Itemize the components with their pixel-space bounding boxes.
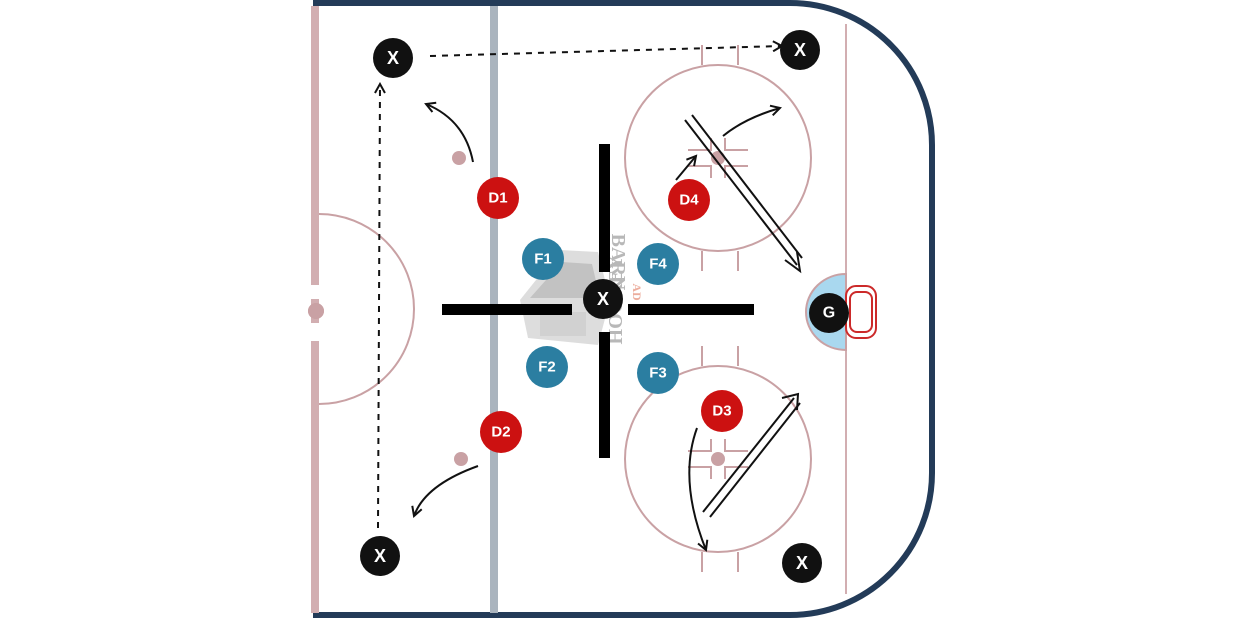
coach-marker[interactable]: X bbox=[373, 38, 413, 78]
forward-marker-f4[interactable]: F4 bbox=[637, 243, 679, 285]
player-label: F1 bbox=[534, 251, 552, 268]
coach-marker[interactable]: X bbox=[360, 536, 400, 576]
coach-marker[interactable]: X bbox=[782, 543, 822, 583]
faceoff-dot-bottom bbox=[711, 452, 725, 466]
goalie-marker[interactable]: G bbox=[809, 293, 849, 333]
player-label: D1 bbox=[488, 190, 507, 207]
d4-short-path bbox=[675, 156, 696, 181]
defense-marker-d2[interactable]: D2 bbox=[480, 411, 522, 453]
coach-marker[interactable]: X bbox=[780, 30, 820, 70]
defense-marker-d1[interactable]: D1 bbox=[477, 177, 519, 219]
player-label: X bbox=[597, 289, 609, 309]
pass-line-top bbox=[429, 46, 782, 57]
d1-skate-path bbox=[426, 104, 474, 163]
center-line-gap bbox=[311, 323, 319, 341]
player-label: X bbox=[387, 48, 399, 68]
player-label: F3 bbox=[649, 365, 667, 382]
faceoff-circle-bottom bbox=[624, 346, 812, 572]
neutral-zone-dot bbox=[452, 151, 466, 165]
center-ice-dot bbox=[308, 303, 324, 319]
neutral-zone-dot bbox=[454, 452, 468, 466]
player-label: D2 bbox=[491, 424, 510, 441]
d3-skate-path bbox=[688, 427, 706, 550]
forward-marker-f2[interactable]: F2 bbox=[526, 346, 568, 388]
movement-paths bbox=[378, 46, 803, 550]
d2-skate-path bbox=[414, 465, 479, 516]
player-label: F2 bbox=[538, 359, 556, 376]
d4-puck-arrow bbox=[784, 251, 802, 274]
d3-puck-line-a bbox=[702, 397, 795, 513]
d3-puck-line-b bbox=[709, 402, 801, 518]
forward-marker-f3[interactable]: F3 bbox=[637, 352, 679, 394]
pass-line-left bbox=[378, 84, 380, 529]
player-label: D4 bbox=[679, 192, 699, 209]
player-label: G bbox=[823, 305, 835, 322]
rink-boards bbox=[313, 0, 935, 618]
player-label: D3 bbox=[712, 403, 731, 420]
player-label: X bbox=[794, 40, 806, 60]
player-label: F4 bbox=[649, 256, 667, 273]
center-cross bbox=[442, 144, 754, 458]
faceoff-circle-top bbox=[624, 45, 812, 271]
forward-marker-f1[interactable]: F1 bbox=[522, 238, 564, 280]
d4-puck-line-a bbox=[684, 119, 798, 266]
d4-puck-line-b bbox=[691, 114, 803, 259]
defense-marker-d4[interactable]: D4 bbox=[668, 179, 710, 221]
logo-word-barn: BARN bbox=[607, 234, 629, 291]
center-ice-circle bbox=[318, 213, 415, 405]
logo-word-ad: AD bbox=[630, 283, 644, 301]
players: X X X X X G D1 D2 bbox=[360, 30, 849, 583]
defense-marker-d3[interactable]: D3 bbox=[701, 390, 743, 432]
player-label: X bbox=[374, 546, 386, 566]
d3-puck-arrow bbox=[781, 392, 800, 411]
player-label: X bbox=[796, 553, 808, 573]
d4-skate-path bbox=[722, 108, 780, 137]
coach-marker-center[interactable]: X bbox=[583, 279, 623, 319]
center-line-gap bbox=[311, 285, 319, 299]
